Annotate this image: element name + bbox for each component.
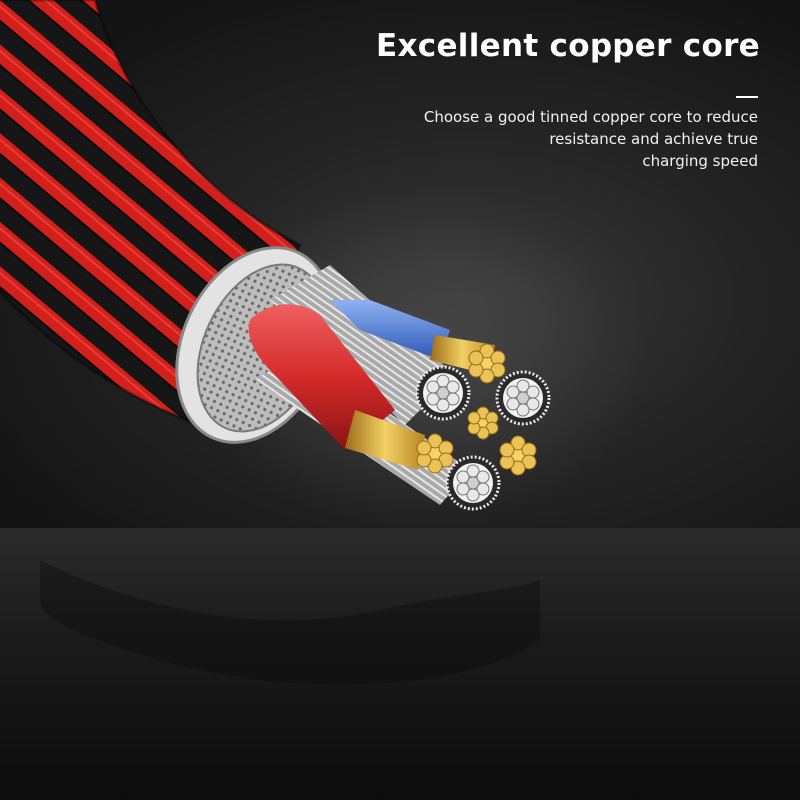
copper-core-right [499, 435, 537, 476]
description-line: Choose a good tinned copper core to redu… [423, 108, 758, 126]
tinned-core-right [495, 370, 551, 426]
cable-reflection [40, 560, 540, 685]
red-insulated-wire [248, 304, 425, 470]
description-line: resistance and achieve true [549, 130, 758, 148]
floor-surface [0, 528, 800, 800]
copper-core-top [468, 343, 506, 384]
copper-core-center [467, 406, 499, 440]
tinned-core-top [415, 365, 471, 421]
headline: Excellent copper core [376, 28, 760, 64]
description: Choose a good tinned copper core to redu… [378, 106, 758, 172]
description-line: charging speed [642, 152, 758, 170]
copper-core-left [416, 433, 454, 474]
conductor-ends [415, 343, 551, 511]
tinned-core-bottom [445, 455, 501, 511]
headline-divider [736, 96, 758, 98]
